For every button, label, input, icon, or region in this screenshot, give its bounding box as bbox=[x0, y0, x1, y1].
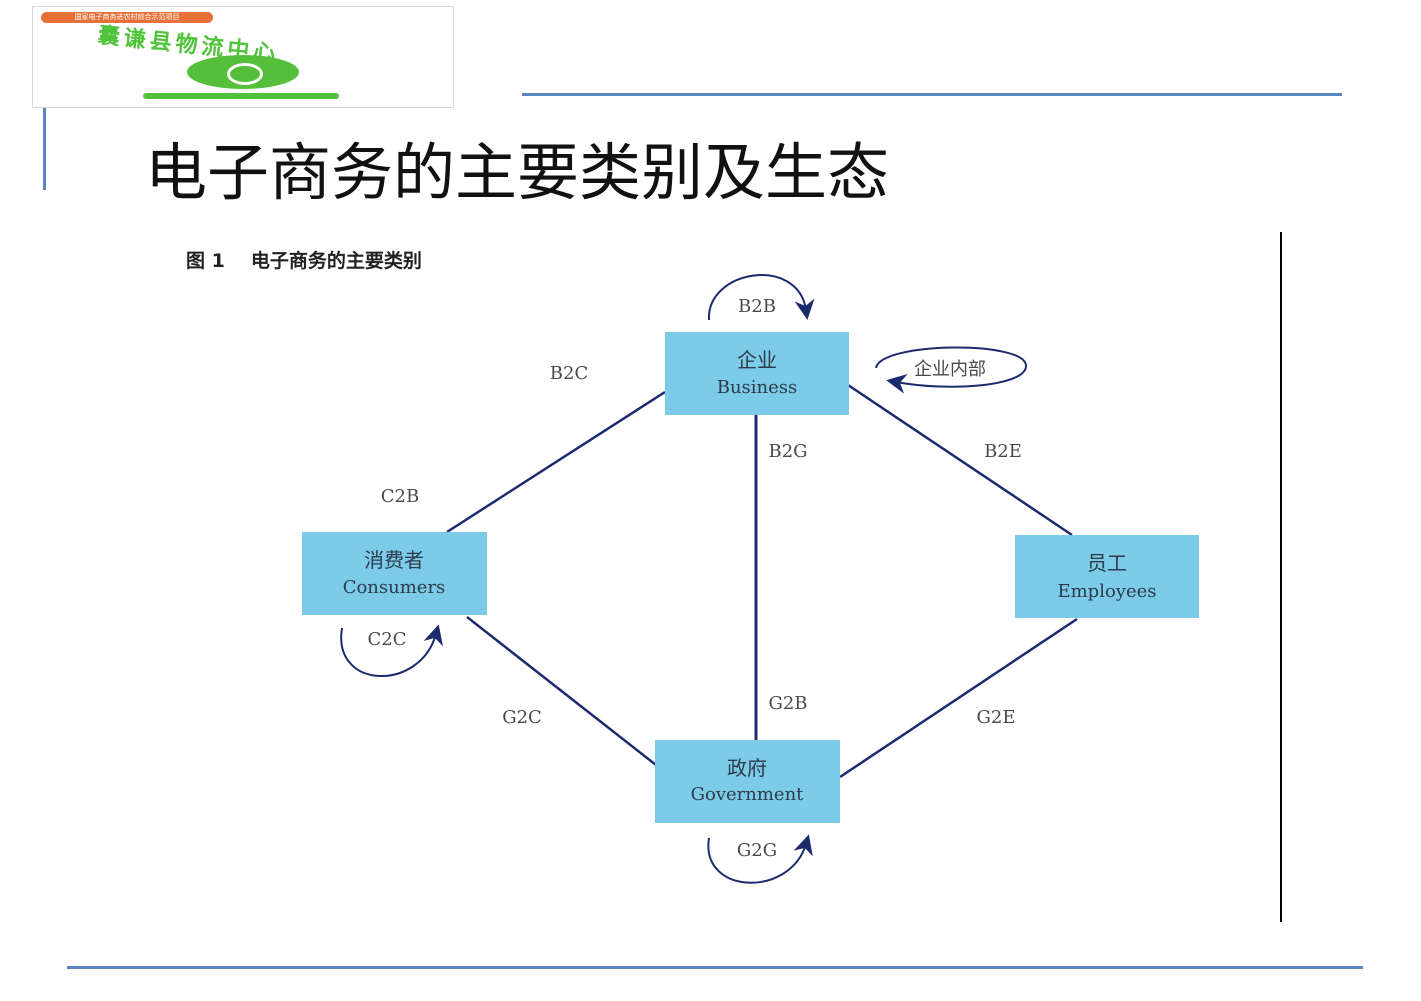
node-employees-en: Employees bbox=[1057, 581, 1156, 602]
node-business-cn: 企业 bbox=[737, 348, 777, 372]
node-government: 政府 Government bbox=[655, 740, 840, 823]
node-consumers: 消费者 Consumers bbox=[302, 532, 487, 615]
node-employees-cn: 员工 bbox=[1087, 551, 1127, 575]
label-g2b: G2B bbox=[768, 693, 807, 714]
figure-number: 图 1 bbox=[186, 250, 225, 272]
logo-banner: 国家电子商务进农村综合示范项目 bbox=[41, 12, 213, 23]
label-g2g: G2G bbox=[737, 840, 777, 861]
label-b2c: B2C bbox=[550, 363, 588, 384]
edge-business-consumers bbox=[446, 390, 666, 534]
node-employees: 员工 Employees bbox=[1015, 535, 1199, 618]
node-consumers-en: Consumers bbox=[343, 577, 446, 598]
figure-caption-text: 电子商务的主要类别 bbox=[250, 250, 422, 272]
label-b2g: B2G bbox=[768, 441, 807, 462]
logo-tagline-bar bbox=[143, 93, 339, 99]
label-g2e: G2E bbox=[977, 707, 1016, 728]
edge-employees-government bbox=[839, 617, 1078, 779]
logo: 国家电子商务进农村综合示范项目 囊谦县物流中心 bbox=[32, 6, 454, 108]
label-g2c: G2C bbox=[502, 707, 542, 728]
label-b2e: B2E bbox=[984, 441, 1022, 462]
header-rule bbox=[522, 93, 1342, 96]
label-b2b: B2B bbox=[738, 296, 776, 317]
title-accent-bar bbox=[43, 108, 46, 190]
page-title: 电子商务的主要类别及生态 bbox=[145, 136, 890, 209]
page-divider-right bbox=[1280, 232, 1282, 922]
loop-arrow-g2g bbox=[707, 834, 813, 884]
loop-arrow-internal bbox=[875, 346, 1028, 394]
label-c2c: C2C bbox=[368, 629, 407, 650]
node-business-en: Business bbox=[717, 377, 798, 398]
loop-arrow-b2b bbox=[707, 274, 815, 321]
label-internal: 企业内部 bbox=[914, 359, 986, 380]
edge-business-employees bbox=[847, 383, 1073, 537]
node-government-en: Government bbox=[691, 784, 805, 805]
loop-arrow-c2c bbox=[340, 624, 443, 677]
footer-rule bbox=[67, 966, 1363, 969]
node-business: 企业 Business bbox=[665, 332, 849, 415]
figure-caption: 图 1 电子商务的主要类别 bbox=[186, 246, 422, 273]
logistics-emblem-icon bbox=[187, 55, 299, 89]
edge-consumers-government bbox=[466, 616, 657, 766]
node-consumers-cn: 消费者 bbox=[364, 548, 424, 572]
node-government-cn: 政府 bbox=[727, 756, 767, 780]
label-c2b: C2B bbox=[381, 486, 419, 507]
